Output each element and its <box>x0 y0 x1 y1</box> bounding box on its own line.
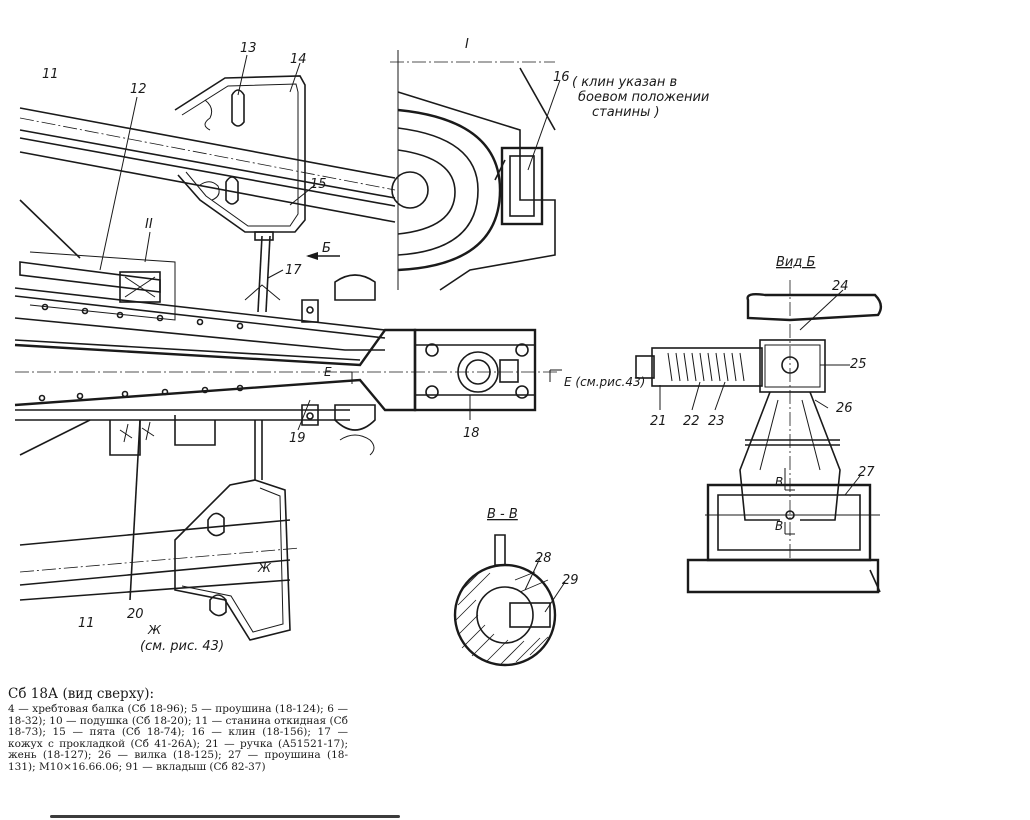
label-ii: II <box>145 217 153 232</box>
label-cut-zh-left: Ж <box>147 623 162 637</box>
label-25: 25 <box>850 357 867 372</box>
page-bottom-rule <box>50 815 400 818</box>
spine-beam <box>14 287 560 456</box>
label-19: 19 <box>289 431 306 446</box>
label-cut-e-left: Е <box>324 365 332 379</box>
label-16-note-1: ( клин указан в <box>572 75 677 90</box>
rivet-row-lower <box>38 384 244 402</box>
label-view-b: Вид Б <box>776 255 815 270</box>
label-arrow-b: Б <box>322 241 331 256</box>
view-b-assembly <box>635 280 883 594</box>
label-24: 24 <box>832 279 849 294</box>
label-cut-zh-right: Ж <box>257 561 272 575</box>
label-16: 16 <box>553 70 570 85</box>
label-cut-v-bottom: В <box>775 519 783 533</box>
label-17: 17 <box>285 263 302 278</box>
upper-trail <box>19 75 396 233</box>
label-16-note-2: боевом положении <box>578 90 709 105</box>
technical-drawing: I II 11 11 12 13 14 15 16 ( клин указан … <box>14 37 883 667</box>
label-cut-e-right: Е (см.рис.43) <box>564 375 645 389</box>
callout-labels: I II 11 11 12 13 14 15 16 ( клин указан … <box>42 37 875 654</box>
section-bb <box>453 534 557 667</box>
label-29: 29 <box>562 573 579 588</box>
detail-i <box>390 50 556 291</box>
label-23: 23 <box>708 414 725 429</box>
label-26: 26 <box>836 401 853 416</box>
label-18: 18 <box>463 426 480 441</box>
caption-title: Сб 18А (вид сверху): <box>8 686 155 702</box>
clips <box>301 274 376 456</box>
label-13: 13 <box>240 41 257 56</box>
lower-trail <box>19 419 301 641</box>
label-11-top: 11 <box>42 67 59 82</box>
front-plate-18 <box>340 328 562 412</box>
label-22: 22 <box>683 414 700 429</box>
leader-lines <box>99 54 861 613</box>
label-section-bb: В - В <box>487 507 518 522</box>
figure-caption: Сб 18А (вид сверху): 4 — хребтовая балка… <box>8 686 348 773</box>
label-12: 12 <box>130 82 147 97</box>
caption-body: 4 — хребтовая балка (Сб 18-96); 5 — проу… <box>8 703 348 773</box>
label-cut-v-top: В <box>775 475 783 489</box>
label-27: 27 <box>858 465 875 480</box>
label-16-note-3: станины ) <box>592 105 660 120</box>
label-i: I <box>465 37 469 52</box>
label-see-fig: (см. рис. 43) <box>140 639 224 654</box>
label-15: 15 <box>310 177 327 192</box>
strut-17 <box>244 231 281 313</box>
section-hatching <box>455 571 549 666</box>
label-11-bottom: 11 <box>78 616 95 631</box>
label-14: 14 <box>290 52 307 67</box>
label-28: 28 <box>535 551 552 566</box>
label-21: 21 <box>650 414 667 429</box>
label-20: 20 <box>127 607 144 622</box>
spring-coils <box>667 352 745 382</box>
